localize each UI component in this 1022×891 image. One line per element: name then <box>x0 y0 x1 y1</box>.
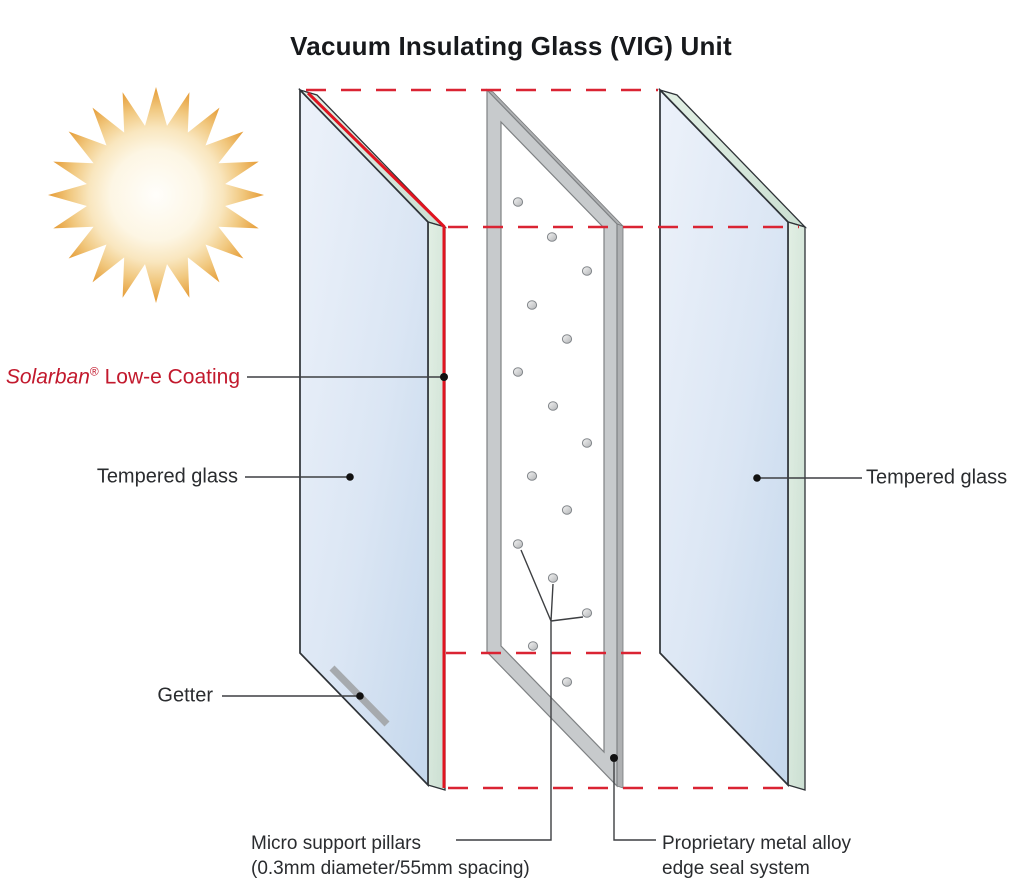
edge-seal-line1: Proprietary metal alloy <box>662 833 852 854</box>
right-pane-right-edge <box>787 221 806 791</box>
getter-dot <box>356 692 364 700</box>
frame-band <box>486 88 618 788</box>
edge-seal-label: Proprietary metal alloy edge seal system <box>662 831 851 881</box>
micro-pillars-line2: (0.3mm diameter/55mm spacing) <box>251 858 530 879</box>
registered-mark: ® <box>89 364 99 379</box>
support-pillar-dot <box>512 539 524 549</box>
support-pillar-dot <box>561 334 573 344</box>
support-pillar-dot <box>581 438 593 448</box>
support-pillar-dot <box>547 401 559 411</box>
leader-dots <box>346 373 761 762</box>
support-pillar-dot <box>546 232 558 242</box>
right-glass-pane <box>657 87 808 791</box>
getter-label: Getter <box>157 684 213 707</box>
edge-seal-frame <box>486 88 624 789</box>
support-pillar-dot <box>581 266 593 276</box>
support-pillar-dot <box>527 641 539 651</box>
coating-rest-text: Low-e Coating <box>98 365 240 389</box>
tempered-glass-right-label: Tempered glass <box>866 466 1008 489</box>
tempered-glass-left-label: Tempered glass <box>96 465 238 488</box>
edge-seal-leader <box>613 762 656 841</box>
support-pillar-dot <box>526 471 538 481</box>
leader-lines <box>222 376 862 841</box>
pillars-leader <box>456 549 584 841</box>
support-pillar-dot <box>581 608 593 618</box>
frame-right-thickness <box>616 223 624 789</box>
edge-seal-line2: edge seal system <box>662 858 810 879</box>
support-pillar-dot <box>561 677 573 687</box>
coating-dot <box>440 373 448 381</box>
edge-seal-dot <box>610 754 618 762</box>
support-pillar-dot <box>512 197 524 207</box>
support-pillar-dot <box>512 367 524 377</box>
support-pillar-dot <box>561 505 573 515</box>
left-pane-right-edge <box>427 221 446 791</box>
tempered-right-dot <box>753 474 761 482</box>
support-pillar-dot <box>547 573 559 583</box>
micro-pillars-line1: Micro support pillars <box>251 833 421 854</box>
coating-label: Solarban® Low-e Coating <box>0 365 240 390</box>
support-pillar-dot <box>526 300 538 310</box>
tempered-left-dot <box>346 473 354 481</box>
micro-support-pillars <box>512 197 593 687</box>
sun-icon <box>48 87 264 303</box>
page-title: Vacuum Insulating Glass (VIG) Unit <box>290 31 732 61</box>
micro-pillars-label: Micro support pillars (0.3mm diameter/55… <box>251 831 530 881</box>
coating-brand-text: Solarban <box>5 365 90 389</box>
left-glass-pane <box>297 87 448 791</box>
right-pane-front-face <box>659 87 789 788</box>
left-pane-front-face <box>299 87 429 788</box>
low-e-coating-stripe <box>306 91 446 788</box>
